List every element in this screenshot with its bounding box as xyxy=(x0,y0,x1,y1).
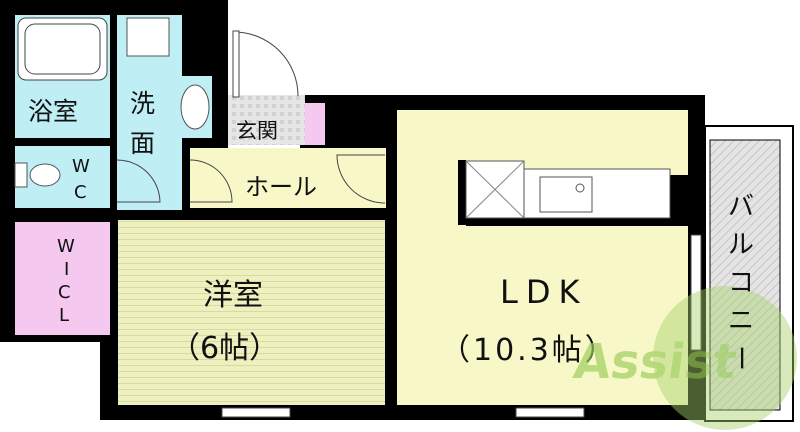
entrance xyxy=(228,95,305,145)
toilet xyxy=(29,163,61,187)
svg-text:コ: コ xyxy=(728,268,754,298)
entrance-door xyxy=(233,31,299,97)
balcony-label: バ ル コ ニ ー xyxy=(725,192,755,371)
washroom-label-1: 洗 xyxy=(130,89,155,118)
svg-text:ニ: ニ xyxy=(728,306,754,336)
walk-in-closet xyxy=(15,222,110,335)
balcony-floor xyxy=(709,139,781,411)
ldk xyxy=(397,110,688,405)
wc-label-1: W xyxy=(72,156,90,177)
western-room xyxy=(118,220,385,405)
svg-text:バ: バ xyxy=(728,192,754,222)
hall-door xyxy=(336,154,386,204)
ldk-size: （10.3帖） xyxy=(440,333,618,368)
wic-label-4: L xyxy=(59,305,69,326)
assist-logo: Assist xyxy=(570,286,797,430)
western-room-size: （6帖） xyxy=(170,331,279,366)
hall-label: ホール xyxy=(245,173,317,201)
toilet-room xyxy=(15,146,110,208)
wic-label-3: C xyxy=(58,282,71,303)
wic-label-1: W xyxy=(57,236,75,257)
svg-text:ル: ル xyxy=(728,230,754,260)
window xyxy=(515,407,585,418)
wc-door xyxy=(116,159,161,203)
assist-logo-text: Assist xyxy=(570,334,740,390)
western-room-label: 洋室 xyxy=(203,278,263,313)
washing-machine xyxy=(126,17,170,57)
kitchen-sink xyxy=(539,176,593,213)
kitchen-back-wall xyxy=(458,160,466,225)
hall xyxy=(190,148,386,208)
washroom-label-2: 面 xyxy=(130,129,155,158)
entrance-label: 玄関 xyxy=(236,119,278,143)
washroom-door xyxy=(189,159,233,203)
balcony-window xyxy=(690,234,702,351)
wc-label-2: C xyxy=(74,182,87,203)
window xyxy=(221,407,291,418)
wic-label-2: I xyxy=(64,259,69,280)
wash-basin xyxy=(180,84,210,130)
bathroom-label: 浴室 xyxy=(28,97,78,126)
svg-text:ー: ー xyxy=(725,345,755,371)
ldk-label: LDK xyxy=(500,273,587,311)
